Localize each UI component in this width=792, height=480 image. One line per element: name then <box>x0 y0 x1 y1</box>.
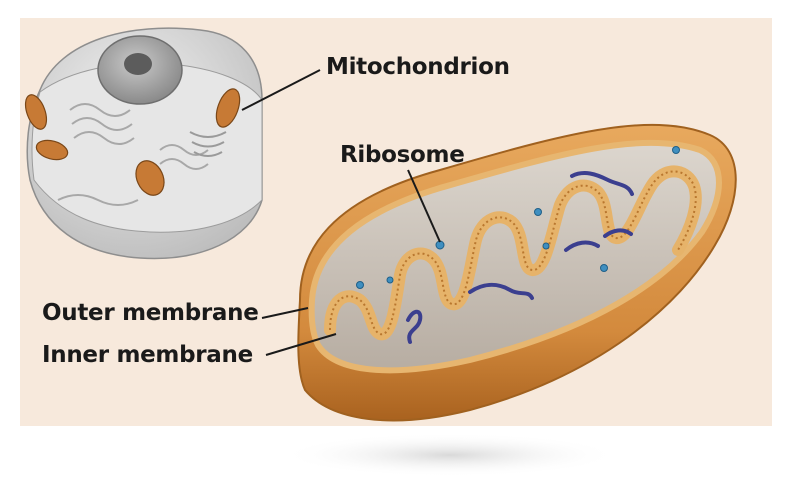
endoplasmic-reticulum <box>57 103 209 206</box>
ribosomes <box>356 146 680 289</box>
leader-outer-membrane <box>261 307 309 319</box>
leader-mitochondrion <box>241 69 321 111</box>
mitochondrion-shadow <box>280 433 620 477</box>
label-ribosome: Ribosome <box>340 142 465 168</box>
golgi <box>189 131 227 157</box>
label-outer-membrane: Outer membrane <box>42 300 259 326</box>
leader-ribosome <box>407 169 441 243</box>
animal-cell <box>24 27 263 260</box>
inner-membrane-cristae <box>324 165 702 341</box>
leader-inner-membrane <box>265 333 337 356</box>
nucleolus <box>124 53 152 75</box>
label-mitochondrion: Mitochondrion <box>326 54 510 80</box>
cell-mitochondria <box>24 88 241 196</box>
mitochondrial-dna <box>406 171 634 344</box>
mitochondrion-large <box>297 123 737 422</box>
label-inner-membrane: Inner membrane <box>42 342 253 368</box>
leader-lines <box>241 69 441 356</box>
